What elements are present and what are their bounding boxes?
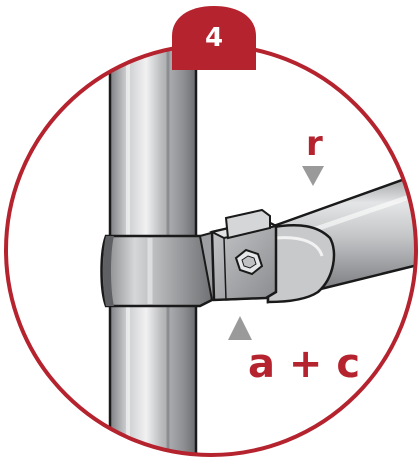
circle-content [102, 0, 419, 461]
horizontal-arm [268, 170, 419, 302]
step-number: 4 [172, 6, 256, 70]
hex-bolt-icon [236, 250, 262, 274]
label-top: r [306, 124, 323, 164]
arrow-up-icon [228, 316, 252, 340]
arrow-down-icon [302, 166, 324, 186]
pole-clamp [102, 230, 227, 306]
label-bottom: a + c [248, 341, 360, 387]
